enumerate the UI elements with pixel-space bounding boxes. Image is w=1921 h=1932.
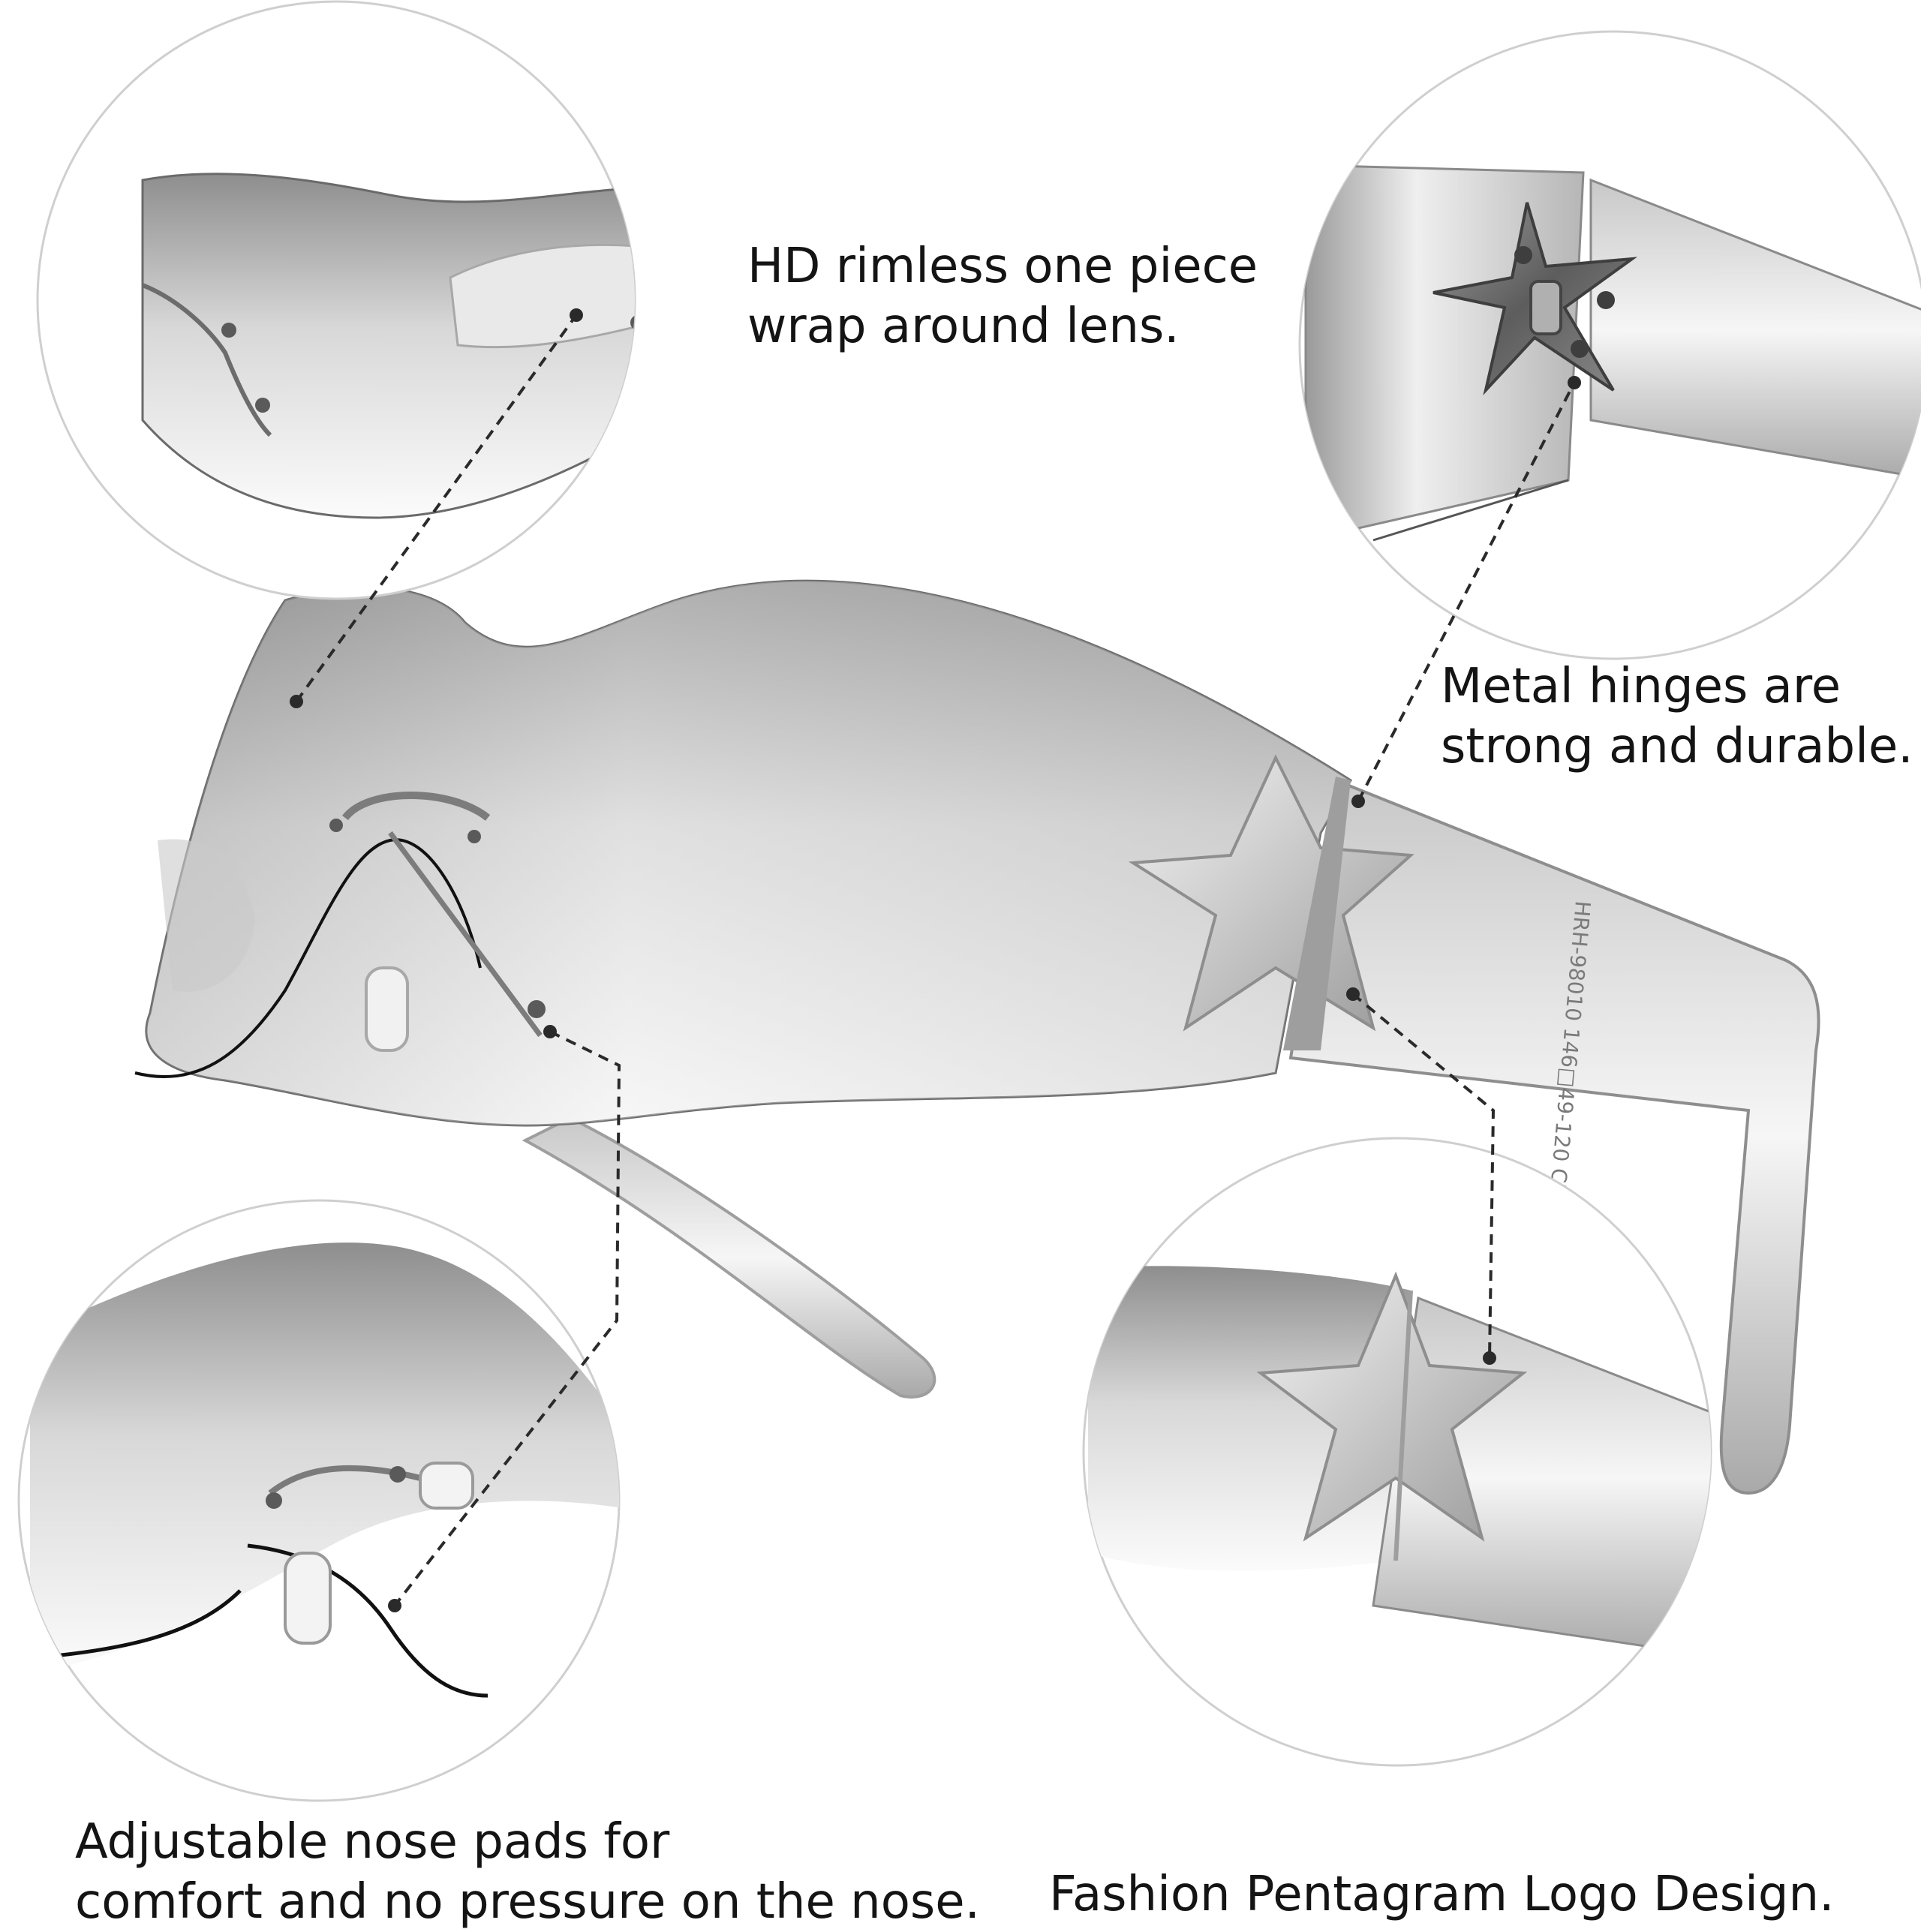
caption-lens: HD rimless one piece wrap around lens. <box>747 236 1258 356</box>
screw-icon <box>528 1000 546 1018</box>
detail-circle-hinge <box>1298 30 1921 660</box>
detail-circle-nose-pads <box>17 1199 621 1802</box>
caption-logo-line1: Fashion Pentagram Logo Design. <box>1049 1867 1835 1922</box>
main-sunglasses: HRH-98010 146□49-120 CE <box>134 579 1820 1495</box>
caption-hinge-line1: Metal hinges are <box>1441 659 1841 714</box>
caption-nose-pads: Adjustable nose pads for comfort and no … <box>75 1812 980 1932</box>
caption-logo: Fashion Pentagram Logo Design. <box>1049 1864 1834 1924</box>
detail-circle-lens <box>36 0 636 600</box>
caption-lens-line2: wrap around lens. <box>747 299 1180 354</box>
callout-dot-icon <box>290 308 1581 1612</box>
callout-lines <box>295 314 1576 1607</box>
caption-nose-line1: Adjustable nose pads for <box>75 1814 670 1870</box>
nose-pad-icon <box>365 966 409 1052</box>
pentagram-star-icon <box>1128 754 1414 1032</box>
caption-nose-line2: comfort and no pressure on the nose. <box>75 1874 980 1930</box>
caption-hinge: Metal hinges are strong and durable. <box>1441 657 1913 777</box>
caption-hinge-line2: strong and durable. <box>1441 719 1913 774</box>
caption-lens-line1: HD rimless one piece <box>747 239 1258 294</box>
detail-circle-logo <box>1082 1137 1712 1767</box>
